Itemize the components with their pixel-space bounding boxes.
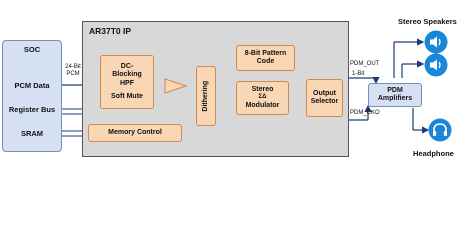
pdm-amplifiers-block: PDM Amplifiers bbox=[368, 83, 422, 107]
soc-port-register-bus: Register Bus bbox=[8, 105, 56, 114]
speaker-left-icon bbox=[424, 30, 448, 54]
output-selector-block: Output Selector bbox=[306, 79, 343, 117]
pdm-out-label: PDM_OUT bbox=[350, 61, 380, 67]
dithering-label: Dithering bbox=[201, 80, 209, 112]
hpf-label-line2: Blocking bbox=[112, 71, 142, 79]
pattern-label-line2: Code bbox=[256, 58, 275, 65]
pcm-width-line1: 24-Bit bbox=[65, 64, 81, 70]
speaker-right-icon bbox=[424, 53, 448, 77]
headphone-icon bbox=[428, 118, 452, 142]
amp-label-line1: PDM bbox=[387, 86, 403, 94]
stereo-speakers-title: Stereo Speakers bbox=[398, 17, 457, 26]
modulator-label-line1: Stereo bbox=[251, 86, 274, 94]
headphone-title: Headphone bbox=[413, 149, 454, 158]
pdm-cko-label: PDM_CKO bbox=[350, 110, 380, 116]
pattern-label-line1: 8-Bit Pattern bbox=[244, 49, 287, 57]
sigma-delta-symbol: ΣΔ bbox=[258, 94, 267, 101]
hpf-label-line3: HPF bbox=[120, 79, 134, 87]
soc-port-sram: SRAM bbox=[20, 129, 44, 138]
hpf-label-line1: DC- bbox=[120, 62, 134, 70]
pattern-code-block: 8-Bit Pattern Code bbox=[236, 45, 295, 71]
hpf-block: DC- Blocking HPF Soft Mute bbox=[100, 55, 154, 109]
memory-control-block: Memory Control bbox=[88, 124, 182, 142]
pcm-width-line2: PCM bbox=[66, 70, 80, 77]
selector-label-line1: Output bbox=[313, 89, 336, 97]
memory-control-label: Memory Control bbox=[108, 128, 162, 136]
one-bit-label: 1-Bit bbox=[352, 71, 365, 77]
selector-label-line2: Selector bbox=[310, 98, 339, 105]
soc-block: SOC PCM Data Register Bus SRAM bbox=[2, 40, 62, 152]
soc-port-pcm-data: PCM Data bbox=[14, 81, 50, 90]
dithering-block: Dithering bbox=[196, 66, 216, 126]
ip-title: AR37T0 IP bbox=[89, 26, 132, 36]
pcm-width-label: 24-Bit PCM bbox=[64, 64, 82, 77]
amp-label-line2: Amplifiers bbox=[377, 95, 413, 102]
soc-title: SOC bbox=[23, 45, 41, 54]
soft-mute-label: Soft Mute bbox=[111, 92, 143, 100]
modulator-block: Stereo ΣΔ Modulator bbox=[236, 81, 289, 115]
gain-triangle-icon bbox=[164, 78, 188, 94]
modulator-label-line2: Modulator bbox=[245, 101, 280, 109]
